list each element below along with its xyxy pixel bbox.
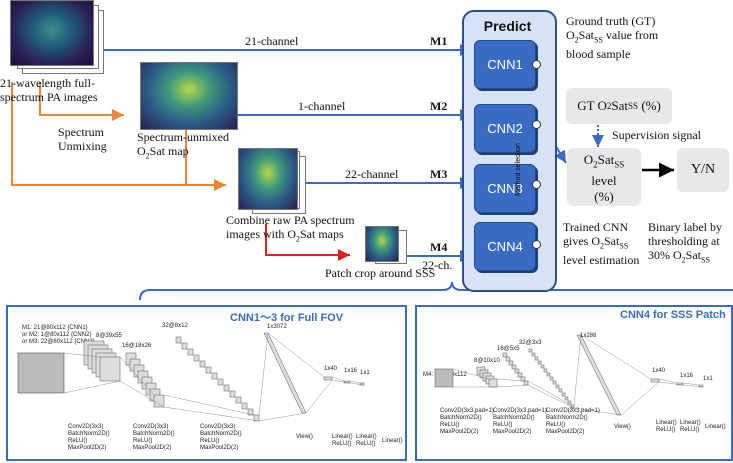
patch-image-front: [365, 226, 399, 262]
cnn1-block: CNN1: [474, 40, 536, 89]
panel-right-size-2: 16@5x5: [497, 346, 520, 352]
method-label-m3: M3: [430, 167, 448, 181]
panel-right-size-5: 1x40: [652, 368, 666, 374]
panel-right-op-3: Conv2D(3x3,pad=1) BatchNorm2D() ReLU() M…: [546, 408, 600, 435]
channel-label-3: 22-channel: [345, 167, 399, 181]
panel-left-op-1: Conv2D(3x3) BatchNorm2D() ReLU() MaxPool…: [68, 424, 110, 451]
panel-left-size-3: 32@8x12: [162, 323, 188, 329]
unmixing-label: Spectrum Unmixing: [58, 125, 107, 153]
panel-left-op-2: Conv2D(3x3) BatchNorm2D() ReLU() MaxPool…: [133, 424, 175, 451]
method-label-m4: M4: [430, 240, 448, 254]
channel-label-2: 1-channel: [298, 99, 346, 113]
panel-left-size-4: 1x3072: [267, 324, 287, 330]
panel-left-size-7: 1x1: [360, 370, 370, 376]
cnn3-block: CNN3: [474, 164, 536, 213]
method-label-m1: M1: [430, 34, 448, 48]
panel-right-op-4: View(): [614, 424, 631, 430]
cnn-sss-panel: [415, 305, 733, 461]
pa-image-front: [10, 0, 94, 66]
channel-label-4: 22-ch.: [422, 258, 453, 272]
panel-left-title: CNN1～3 for Full FOV: [230, 312, 344, 324]
panel-right-op-6: Linear() ReLU(): [680, 420, 701, 433]
cnn4-block: CNN4: [474, 222, 536, 271]
combined-image-front: [238, 148, 298, 210]
panel-right-op-1: Conv2D(3x3,pad=1) BatchNorm2D() ReLU() M…: [440, 408, 494, 435]
panel-left-diagram: [17, 332, 365, 422]
patch-caption: Patch crop around SSS: [325, 266, 436, 280]
panel-left-op-6: Linear() ReLU(): [356, 434, 377, 447]
supervision-label: Supervision signal: [612, 128, 701, 142]
panel-left-size-1: 8@39x55: [96, 333, 122, 339]
yn-box: Y/N: [677, 148, 729, 192]
method-label-m2: M2: [430, 99, 448, 113]
panel-right-size-1: 8@10x10: [474, 358, 500, 364]
panel-left-size-5: 1x40: [324, 366, 338, 372]
panel-right-title: CNN4 for SSS Patch: [620, 309, 726, 321]
panel-left-size-6: 1x16: [344, 368, 358, 374]
panel-right-size-6: 1x16: [680, 373, 694, 379]
panel-right-op-2: Conv2D(3x3,pad=1) BatchNorm2D() ReLU() M…: [493, 408, 547, 435]
cnn1-output-port: [532, 60, 541, 69]
panel-right-size-7: 1x1: [703, 376, 713, 382]
panel-right-size-4: 1x288: [580, 333, 597, 339]
input-caption: 21-wavelength full-spectrum PA images: [0, 76, 98, 104]
cnn4-output-port: [532, 240, 541, 249]
panel-right-op-7: Linear(): [705, 424, 726, 430]
panel-left-op-3: Conv2D(3x3) BatchNorm2D() ReLU() MaxPool…: [200, 424, 242, 451]
predict-title: Predict: [483, 18, 532, 34]
panel-right-size-3: 32@3x3: [519, 340, 542, 346]
channel-label-1: 21-channel: [245, 34, 299, 48]
cnn-fullfov-panel: [6, 305, 407, 461]
cnn2-output-port: [532, 120, 541, 129]
cnn2-block: CNN2: [474, 104, 536, 153]
panel-left-op-5: Linear() ReLU(): [332, 434, 353, 447]
panel-left-op-4: View(): [296, 434, 313, 440]
panel-right-diagram: [434, 334, 704, 416]
panel-left-size-2: 16@18x26: [122, 343, 152, 349]
o2sat-map-image: [140, 62, 238, 130]
cnn3-output-port: [532, 180, 541, 189]
panel-right-op-5: Linear() ReLU(): [656, 420, 677, 433]
method-selection-label: Method selection: [515, 143, 522, 196]
panel-left-op-7: Linear(): [382, 438, 403, 444]
